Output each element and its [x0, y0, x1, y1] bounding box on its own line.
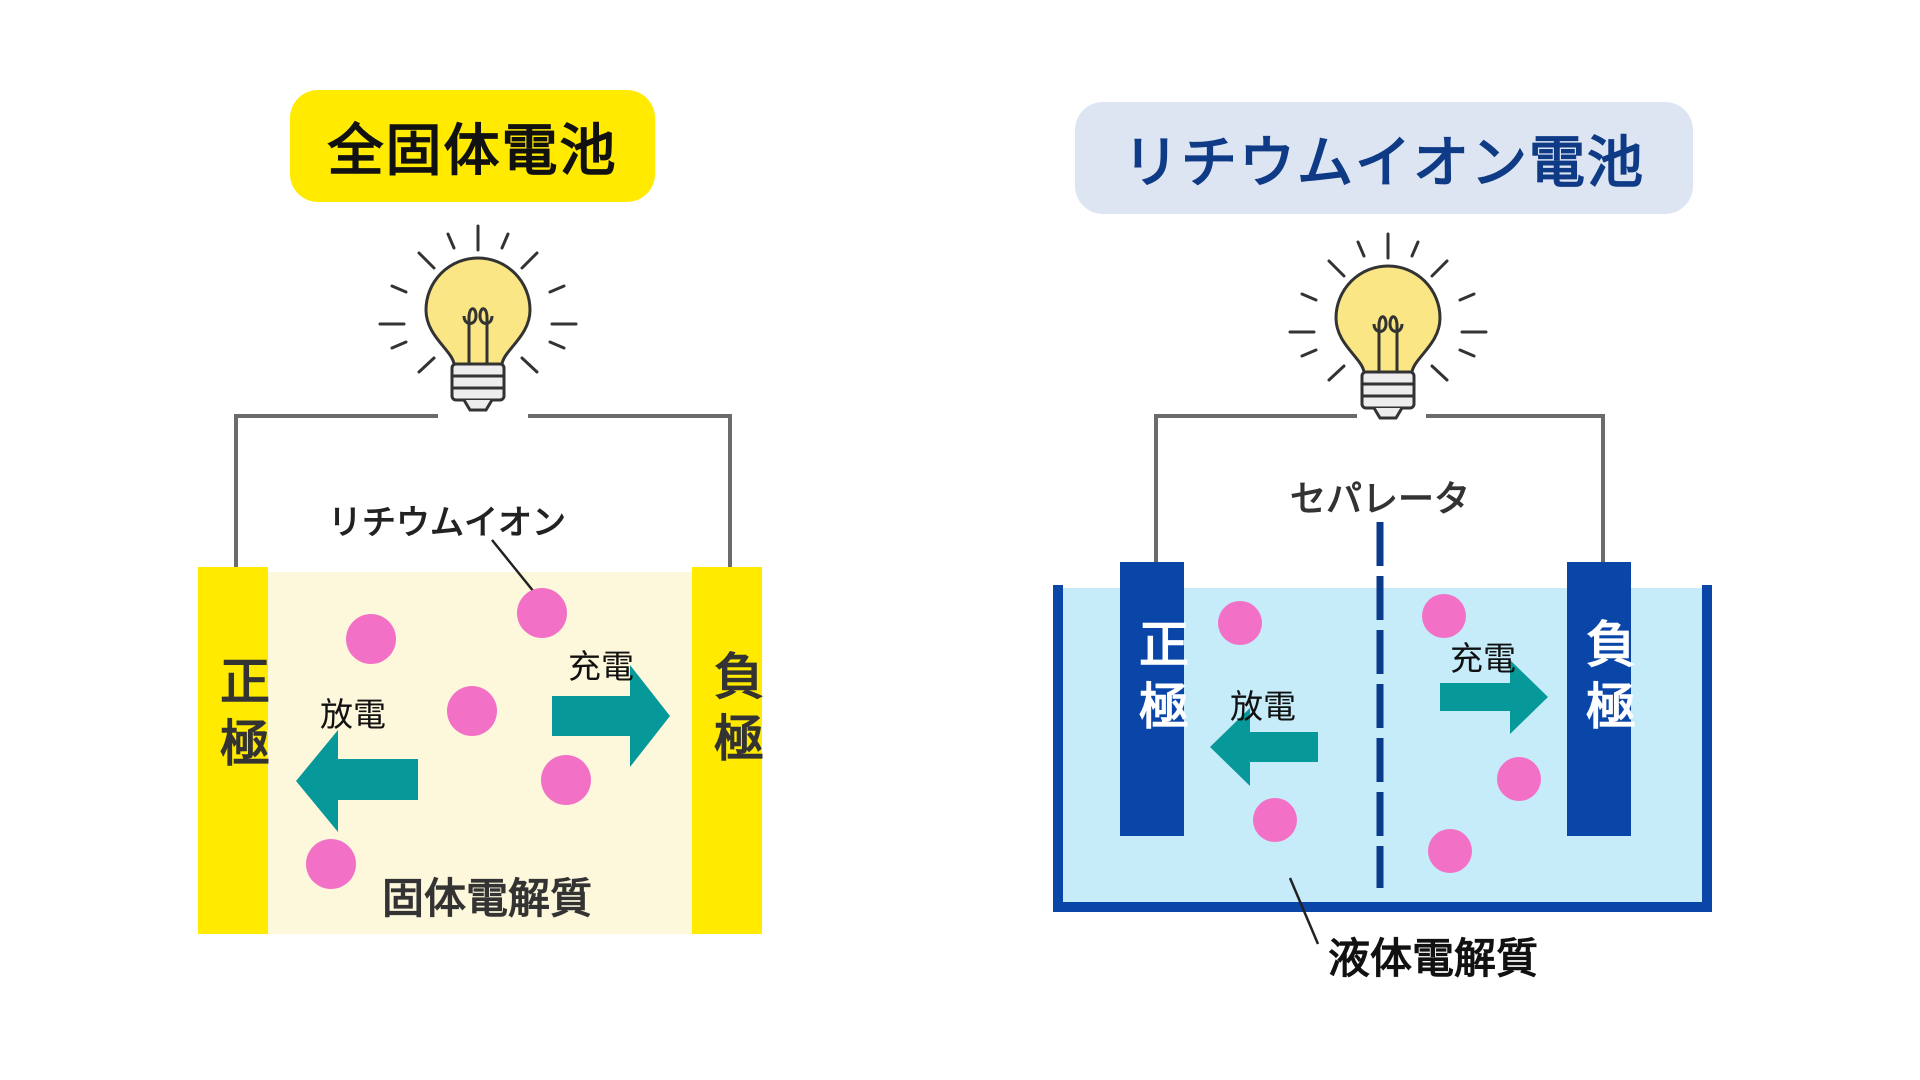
liquid-electrolyte-label: 液体電解質: [1328, 934, 1539, 983]
lithium-ion: [447, 686, 497, 736]
solid-electrolyte-label: 固体電解質: [382, 874, 593, 923]
light-bulb-icon: [1288, 232, 1488, 420]
lithium-ion: [306, 839, 356, 889]
left-arrow-icon: [1210, 708, 1318, 786]
separator-label: セパレータ: [1290, 479, 1471, 520]
discharge-label: 放電: [1230, 687, 1296, 726]
lithium-ion: [517, 588, 567, 638]
charge-label: 充電: [568, 647, 634, 686]
left-cathode-electrode: [198, 567, 268, 934]
lithium-ion: [1218, 601, 1262, 645]
solid-state-battery-title: 全固体電池: [290, 90, 655, 202]
ion-leader-line: [491, 539, 535, 593]
left-anode-electrode: [692, 567, 762, 934]
electrolyte-leader-line: [1288, 877, 1320, 945]
electrolyte-container: [1053, 585, 1712, 912]
right-wire-anode: [1426, 414, 1605, 562]
discharge-label: 放電: [320, 695, 386, 734]
lithium-ion-label: リチウムイオン: [328, 503, 566, 543]
lithium-ion: [541, 755, 591, 805]
charge-label: 充電: [1450, 639, 1516, 678]
right-anode-electrode: [1567, 562, 1631, 836]
left-wire-cathode: [234, 414, 438, 567]
right-anode-label: 負極: [1578, 618, 1636, 742]
light-bulb-icon: [378, 224, 578, 412]
lithium-ion: [346, 614, 396, 664]
right-cathode-label: 正極: [1131, 618, 1189, 742]
left-cathode-label: 正極: [212, 655, 270, 779]
right-arrow-icon: [1440, 660, 1548, 734]
lithium-ion: [1497, 757, 1541, 801]
left-arrow-icon: [296, 730, 418, 832]
lithium-ion-battery-title: リチウムイオン電池: [1075, 102, 1693, 214]
right-cathode-electrode: [1120, 562, 1184, 836]
lithium-ion: [1422, 594, 1466, 638]
right-arrow-icon: [552, 665, 670, 767]
left-anode-label: 負極: [706, 650, 764, 774]
lithium-ion: [1428, 829, 1472, 873]
left-wire-anode: [528, 414, 732, 567]
right-wire-cathode: [1154, 414, 1357, 562]
lithium-ion: [1253, 798, 1297, 842]
